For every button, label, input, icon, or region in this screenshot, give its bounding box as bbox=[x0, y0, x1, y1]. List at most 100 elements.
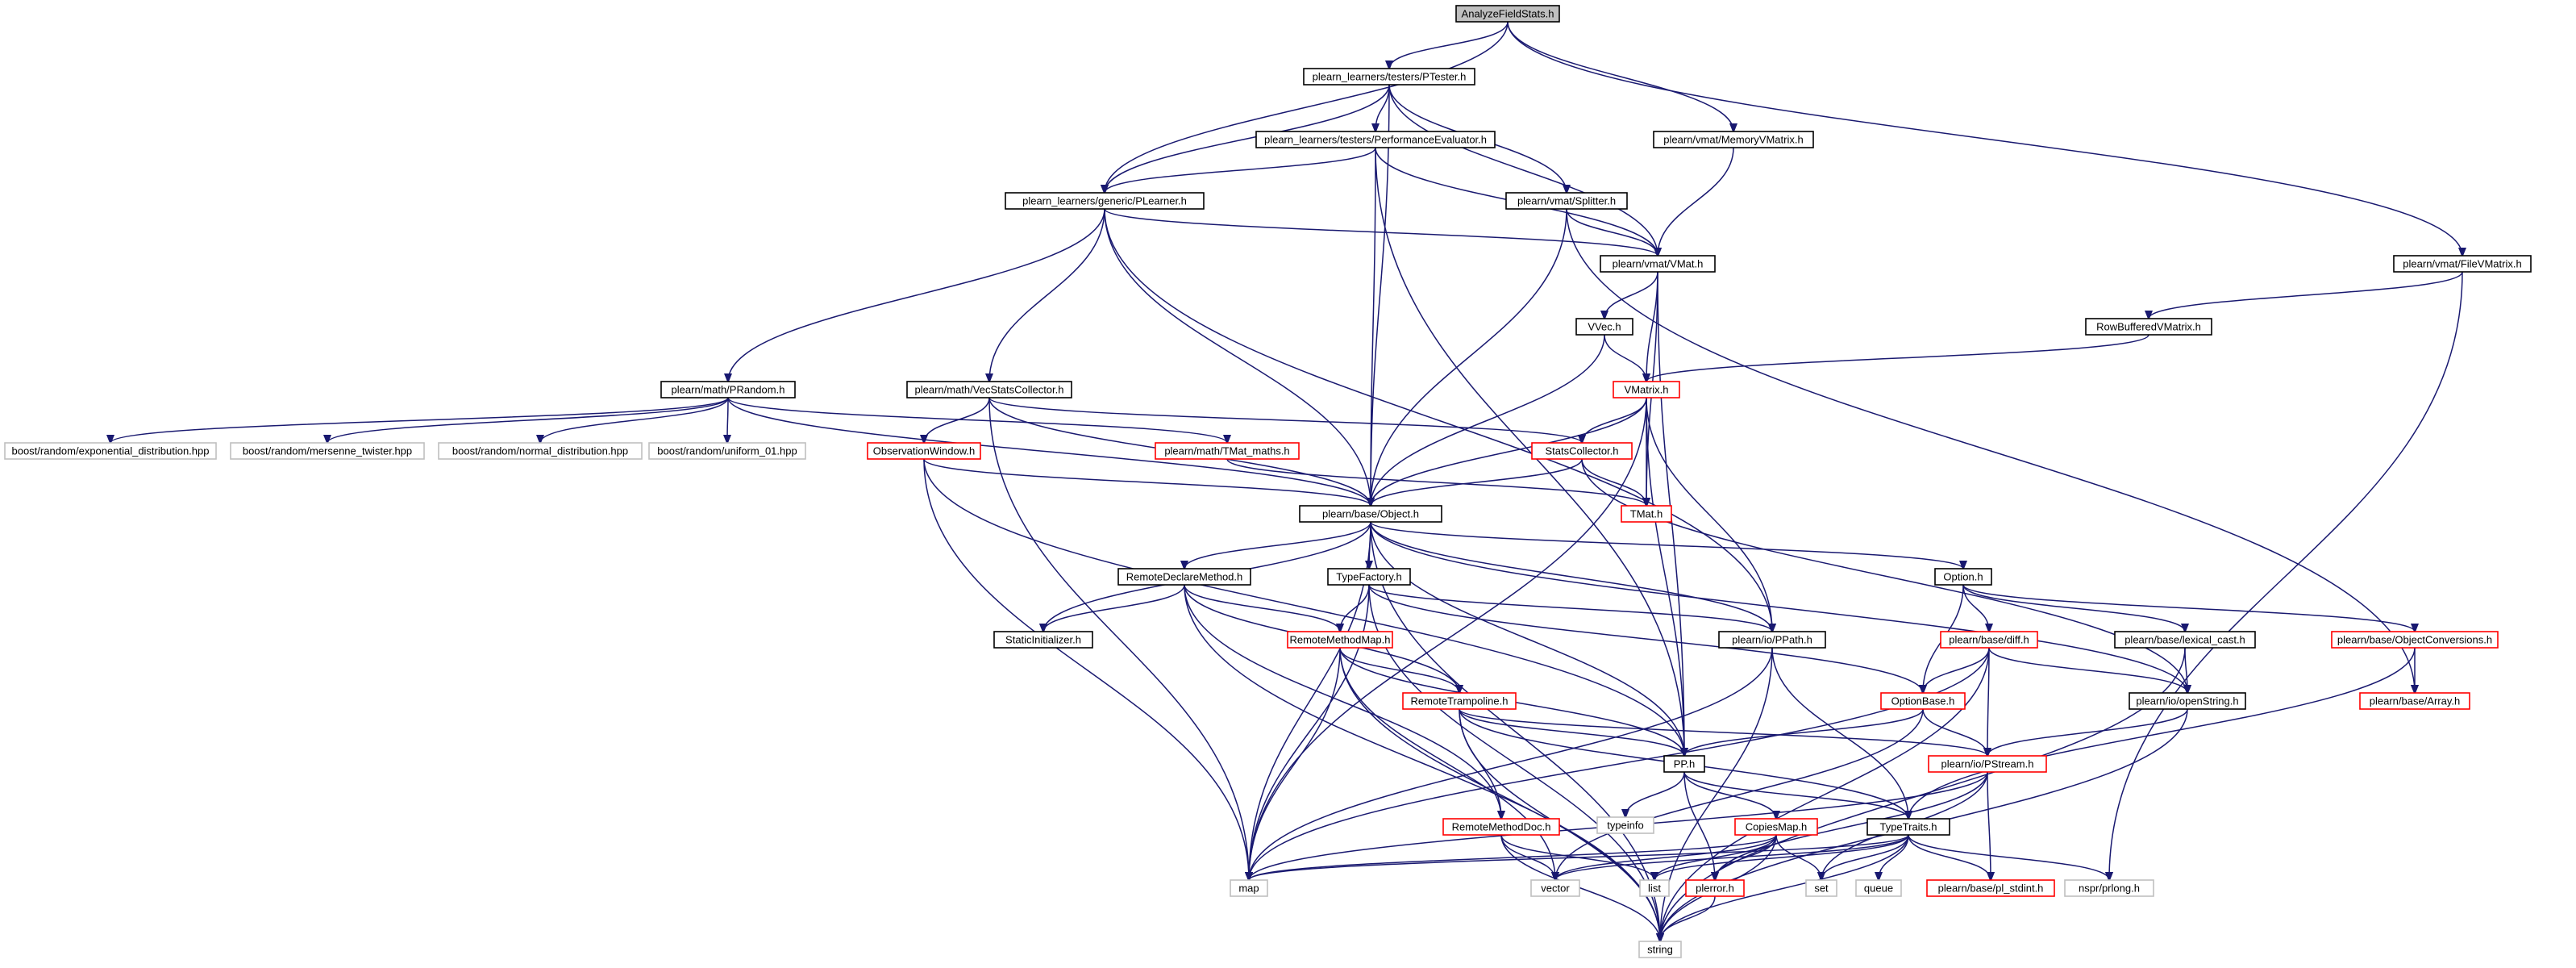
node-label: VVec.h bbox=[1588, 321, 1621, 333]
node-pstream[interactable]: plearn/io/PStream.h bbox=[1928, 755, 2047, 773]
node-label: plearn/base/Object.h bbox=[1322, 508, 1419, 520]
edge-prandom-to-expdist bbox=[110, 397, 729, 443]
edge-root-to-filevmat bbox=[1507, 21, 2462, 256]
node-staticinit[interactable]: StaticInitializer.h bbox=[993, 631, 1093, 649]
node-ptester[interactable]: plearn_learners/testers/PTester.h bbox=[1303, 68, 1475, 86]
node-typefactory[interactable]: TypeFactory.h bbox=[1327, 568, 1411, 586]
node-box bbox=[1505, 192, 1628, 210]
node-vecstats[interactable]: plearn/math/VecStatsCollector.h bbox=[906, 381, 1072, 398]
edge-statscoll-to-openstring bbox=[1581, 458, 2187, 693]
node-label: StatsCollector.h bbox=[1545, 445, 1618, 457]
node-vmatrix[interactable]: VMatrix.h bbox=[1613, 381, 1680, 398]
node-statscoll[interactable]: StatsCollector.h bbox=[1531, 442, 1633, 460]
node-array[interactable]: plearn/base/Array.h bbox=[2359, 692, 2470, 710]
node-box bbox=[1117, 568, 1251, 586]
node-expdist: boost/random/exponential_distribution.hp… bbox=[4, 442, 217, 460]
edge-object-to-option bbox=[1370, 521, 1963, 569]
node-rowbuf[interactable]: RowBufferedVMatrix.h bbox=[2085, 318, 2212, 336]
node-label: plerror.h bbox=[1696, 882, 1734, 895]
node-label: plearn/math/TMat_maths.h bbox=[1164, 445, 1289, 457]
node-box bbox=[1621, 505, 1672, 523]
node-ppath[interactable]: plearn/io/PPath.h bbox=[1718, 631, 1826, 649]
node-plerror[interactable]: plerror.h bbox=[1685, 879, 1745, 897]
node-box bbox=[1934, 568, 1992, 586]
node-remotemap[interactable]: RemoteMethodMap.h bbox=[1287, 631, 1393, 649]
edge-perfeval-to-plearner bbox=[1105, 147, 1376, 193]
node-optionbase[interactable]: OptionBase.h bbox=[1880, 692, 1966, 710]
node-remotetramp[interactable]: RemoteTrampoline.h bbox=[1402, 692, 1517, 710]
node-option[interactable]: Option.h bbox=[1934, 568, 1992, 586]
edge-obswin-to-pp bbox=[923, 458, 1684, 756]
edge-rowbuf-to-vmatrix bbox=[1646, 334, 2149, 382]
node-object[interactable]: plearn/base/Object.h bbox=[1299, 505, 1442, 523]
node-box bbox=[2129, 692, 2246, 710]
node-copiesmap[interactable]: CopiesMap.h bbox=[1734, 818, 1818, 836]
edge-vecstats-to-obswin bbox=[924, 397, 990, 443]
node-label: plearn/base/pl_stdint.h bbox=[1938, 882, 2044, 895]
node-vmat[interactable]: plearn/vmat/VMat.h bbox=[1600, 255, 1716, 273]
edge-typetraits-to-vector bbox=[1555, 834, 1909, 880]
node-string: string bbox=[1638, 941, 1682, 958]
node-label: RemoteMethodDoc.h bbox=[1452, 821, 1551, 833]
edge-prandom-to-mersenne bbox=[327, 397, 729, 443]
node-tmatmaths[interactable]: plearn/math/TMat_maths.h bbox=[1155, 442, 1300, 460]
node-label: plearn_learners/generic/PLearner.h bbox=[1022, 195, 1187, 207]
edge-ppath-to-string bbox=[1660, 647, 1773, 941]
node-memvmat[interactable]: plearn/vmat/MemoryVMatrix.h bbox=[1653, 131, 1814, 148]
edge-ppath-to-typetraits bbox=[1771, 647, 1908, 819]
node-plearner[interactable]: plearn_learners/generic/PLearner.h bbox=[1005, 192, 1205, 210]
node-box bbox=[2064, 879, 2154, 897]
node-label: StaticInitializer.h bbox=[1005, 634, 1081, 646]
edge-openstring-to-pstream bbox=[1987, 708, 2188, 756]
edge-prandom-to-normdist bbox=[540, 397, 729, 443]
edge-plearner-to-vecstats bbox=[989, 208, 1105, 382]
node-diff[interactable]: plearn/base/diff.h bbox=[1940, 631, 2038, 649]
edge-typetraits-to-set bbox=[1821, 834, 1909, 880]
node-box bbox=[1600, 255, 1716, 273]
edge-optionbase-to-vector bbox=[1555, 708, 1924, 880]
node-box bbox=[1530, 879, 1580, 897]
edge-ptester-to-vmat bbox=[1388, 84, 1658, 256]
node-vvec[interactable]: VVec.h bbox=[1575, 318, 1633, 336]
node-label: RemoteTrampoline.h bbox=[1411, 695, 1509, 707]
node-normdist: boost/random/normal_distribution.hpp bbox=[438, 442, 643, 460]
node-tmat[interactable]: TMat.h bbox=[1621, 505, 1672, 523]
node-remotedecl[interactable]: RemoteDeclareMethod.h bbox=[1117, 568, 1251, 586]
node-pp[interactable]: PP.h bbox=[1663, 755, 1705, 773]
edge-vvec-to-vmatrix bbox=[1604, 334, 1646, 382]
node-layer: AnalyzeFieldStats.h plearn_learners/teste… bbox=[4, 5, 2532, 958]
edge-prandom-to-tmatmaths bbox=[727, 397, 1227, 443]
edge-option-to-lexcast bbox=[1962, 584, 2185, 632]
edge-diff-to-string bbox=[1660, 647, 1990, 941]
edge-plearner-to-vmat bbox=[1104, 208, 1658, 256]
node-root[interactable]: AnalyzeFieldStats.h bbox=[1455, 5, 1560, 23]
node-remotedoc[interactable]: RemoteMethodDoc.h bbox=[1442, 818, 1560, 836]
node-openstring[interactable]: plearn/io/openString.h bbox=[2129, 692, 2246, 710]
node-prandom[interactable]: plearn/math/PRandom.h bbox=[660, 381, 796, 398]
node-label: TMat.h bbox=[1630, 508, 1663, 520]
node-box bbox=[1455, 5, 1560, 23]
edge-objconv-to-typetraits bbox=[1908, 647, 2416, 819]
node-obswin[interactable]: ObservationWindow.h bbox=[867, 442, 981, 460]
edge-root-to-ptester bbox=[1389, 21, 1509, 69]
node-typetraits[interactable]: TypeTraits.h bbox=[1866, 818, 1950, 836]
node-uniform01: boost/random/uniform_01.hpp bbox=[648, 442, 806, 460]
node-splitter[interactable]: plearn/vmat/Splitter.h bbox=[1505, 192, 1628, 210]
edge-diff-to-openstring bbox=[1988, 647, 2187, 693]
edge-typefactory-to-ppath bbox=[1368, 584, 1772, 632]
node-box bbox=[993, 631, 1093, 649]
node-label: plearn/io/PPath.h bbox=[1732, 634, 1812, 646]
node-lexcast[interactable]: plearn/base/lexical_cast.h bbox=[2114, 631, 2256, 649]
node-box bbox=[1685, 879, 1745, 897]
node-perfeval[interactable]: plearn_learners/testers/PerformanceEvalu… bbox=[1255, 131, 1496, 148]
node-box bbox=[438, 442, 643, 460]
edge-ptester-to-plearner bbox=[1105, 84, 1390, 193]
node-box bbox=[1230, 879, 1268, 897]
node-box bbox=[230, 442, 425, 460]
edge-pp-to-typeinfo bbox=[1625, 771, 1685, 817]
node-box bbox=[1718, 631, 1826, 649]
node-plstdint[interactable]: plearn/base/pl_stdint.h bbox=[1926, 879, 2055, 897]
node-filevmat[interactable]: plearn/vmat/FileVMatrix.h bbox=[2393, 255, 2532, 273]
node-objconv[interactable]: plearn/base/ObjectConversions.h bbox=[2331, 631, 2499, 649]
edge-remotedecl-to-staticinit bbox=[1043, 584, 1185, 632]
